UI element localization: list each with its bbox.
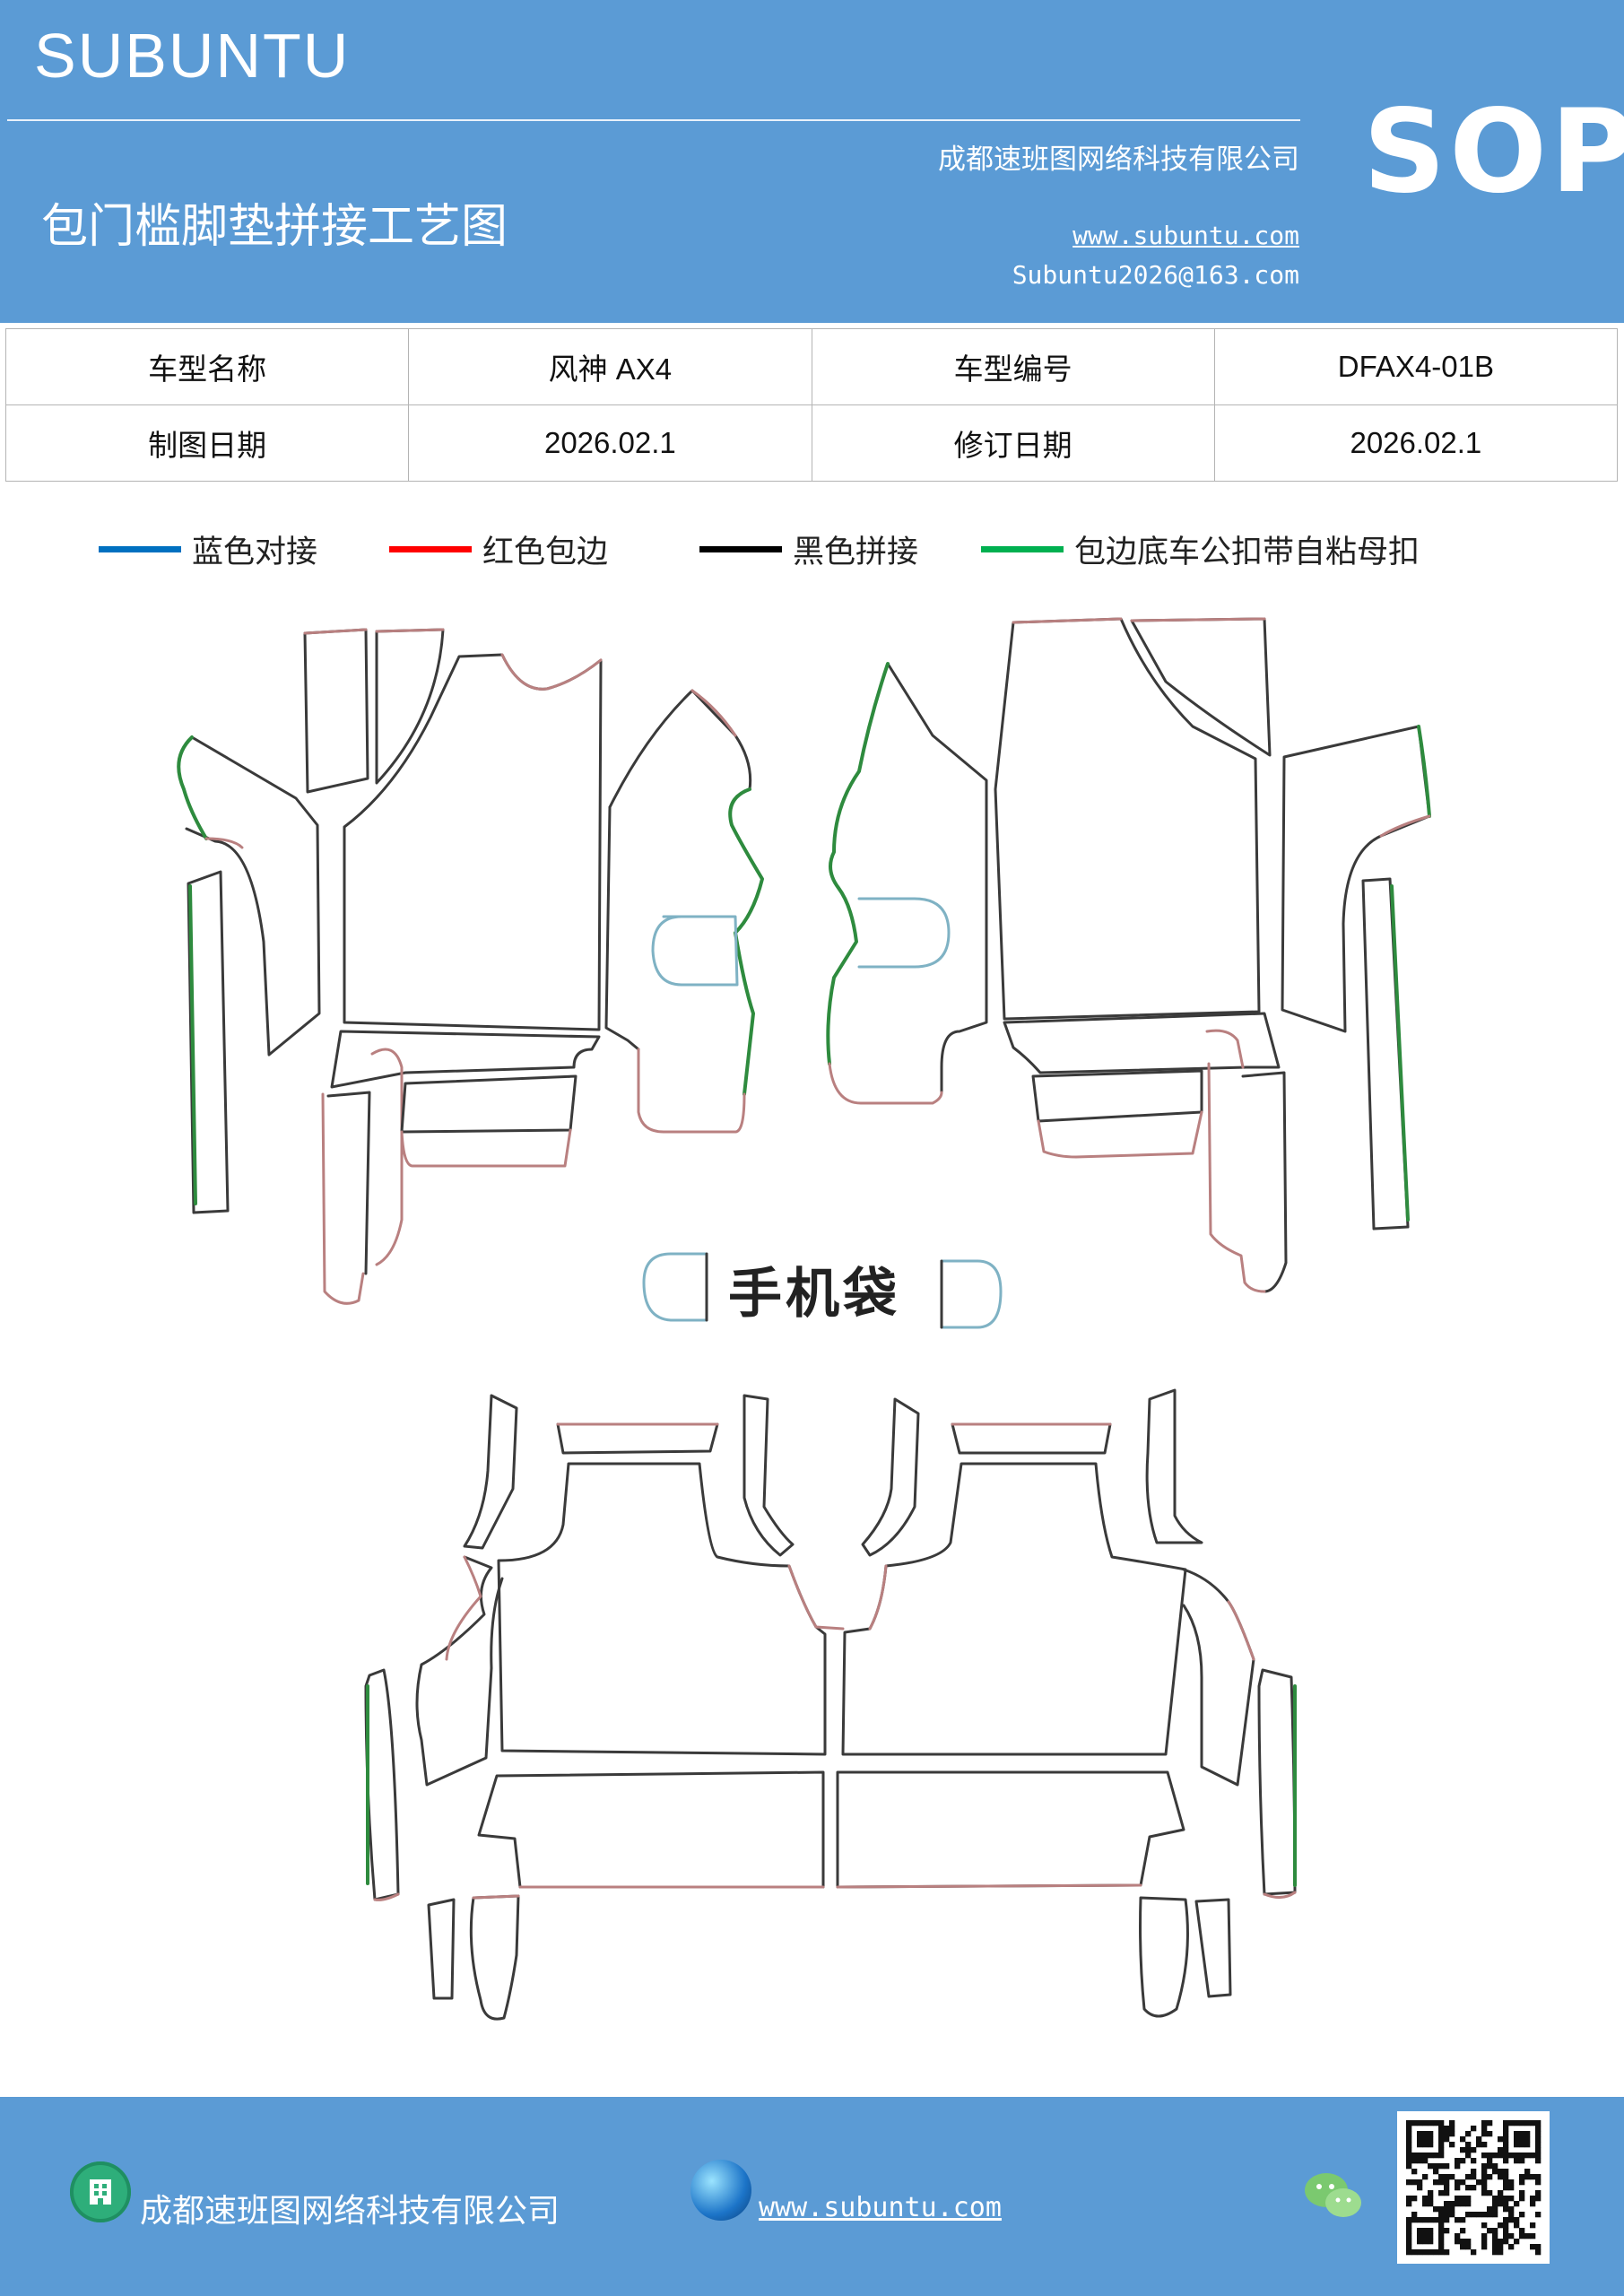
globe-icon <box>690 2160 751 2221</box>
brand-name: SUBUNTU <box>34 21 351 91</box>
footer-company-name: 成都速班图网络科技有限公司 <box>140 2193 560 2230</box>
building-icon <box>70 2161 131 2222</box>
footer-website-link[interactable]: www.subuntu.com <box>759 2192 1002 2223</box>
legend-item-black: 黑色拼接 <box>699 524 918 574</box>
table-row: 制图日期 2026.02.1 修订日期 2026.02.1 <box>4 404 1619 482</box>
legend-swatch-red <box>389 545 472 552</box>
revise-date-label: 修订日期 <box>811 404 1215 482</box>
email-address: Subuntu2026@163.com <box>1012 260 1299 290</box>
footer-banner: 成都速班图网络科技有限公司 www.subuntu.com <box>0 2097 1624 2296</box>
phone-pocket-label: 手机袋 <box>728 1263 900 1326</box>
company-name: 成都速班图网络科技有限公司 <box>938 144 1299 176</box>
mat-piece-rear-group <box>364 1388 1297 2021</box>
legend-label: 包边底车公扣带自粘母扣 <box>1074 534 1420 570</box>
legend-label: 红色包边 <box>482 534 609 570</box>
legend-label: 黑色拼接 <box>793 534 919 570</box>
legend-swatch-green <box>981 545 1064 552</box>
pocket-shape-left <box>642 1252 708 1322</box>
wechat-icon <box>1305 2173 1361 2217</box>
model-code-value: DFAX4-01B <box>1213 328 1619 405</box>
document-title: 包门槛脚垫拼接工艺图 <box>41 200 508 254</box>
header-banner: SUBUNTU SOP 成都速班图网络科技有限公司 包门槛脚垫拼接工艺图 www… <box>0 0 1624 323</box>
draw-date-value: 2026.02.1 <box>408 404 812 482</box>
model-name-value: 风神 AX4 <box>408 328 812 405</box>
draw-date-label: 制图日期 <box>4 404 410 482</box>
header-divider <box>7 119 1300 121</box>
legend-swatch-black <box>699 545 782 552</box>
legend-item-green: 包边底车公扣带自粘母扣 <box>981 524 1420 574</box>
mat-piece-front-right-group <box>826 617 1431 1293</box>
revise-date-value: 2026.02.1 <box>1213 404 1619 482</box>
legend-label: 蓝色对接 <box>192 534 318 570</box>
qr-code[interactable] <box>1397 2111 1550 2264</box>
floor-mat-pattern-drawing <box>177 617 1431 2021</box>
pocket-shape-right <box>940 1259 1003 1329</box>
sop-badge: SOP <box>1363 85 1624 219</box>
table-row: 车型名称 风神 AX4 车型编号 DFAX4-01B <box>4 328 1619 405</box>
model-code-label: 车型编号 <box>811 328 1215 405</box>
legend-item-red: 红色包边 <box>389 524 608 574</box>
info-table: 车型名称 风神 AX4 车型编号 DFAX4-01B 制图日期 2026.02.… <box>4 328 1619 482</box>
mat-piece-front-left-group <box>177 628 764 1305</box>
legend-swatch-blue <box>99 545 181 552</box>
website-link[interactable]: www.subuntu.com <box>1073 221 1299 250</box>
model-name-label: 车型名称 <box>4 328 410 405</box>
legend-item-blue: 蓝色对接 <box>99 524 317 574</box>
